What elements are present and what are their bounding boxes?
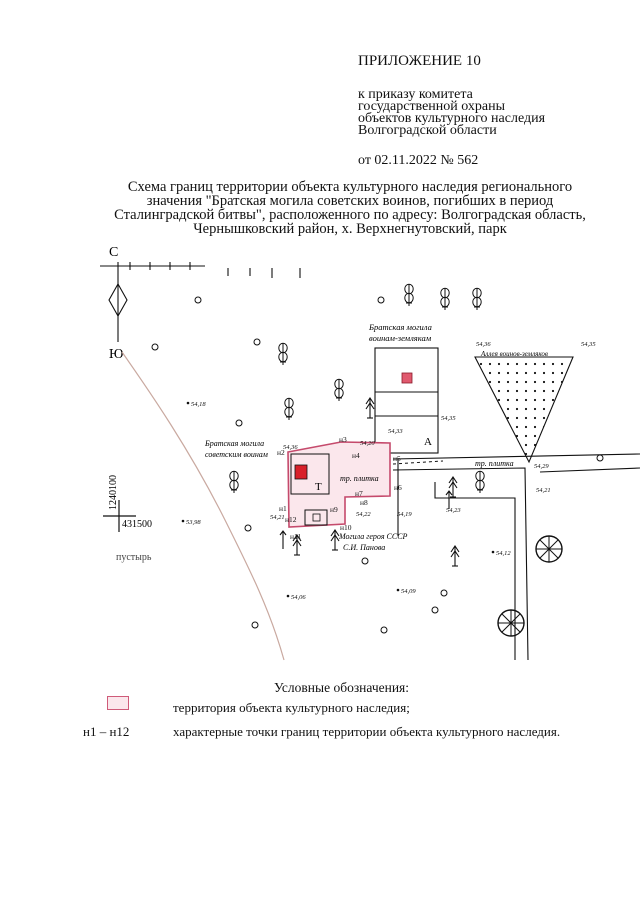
- point-label: н9: [330, 505, 338, 514]
- hero-grave-line1: Могила героя СССР: [338, 532, 408, 541]
- point-label: н3: [339, 435, 347, 444]
- alley-label: Аллея воинов-земляков: [480, 350, 548, 358]
- caption-line-1: Схема границ территории объекта культурн…: [127, 179, 573, 195]
- elevation-mark: 54,21: [536, 487, 551, 494]
- north-label: С: [109, 245, 118, 260]
- alley-triangle: [474, 356, 574, 464]
- header-appendix: ПРИЛОЖЕНИЕ 10: [358, 53, 481, 69]
- plot-a: [374, 347, 439, 454]
- point-label: н10: [340, 523, 352, 532]
- elevation-dot: [286, 594, 290, 598]
- elevation-mark: 54,36: [476, 341, 491, 348]
- point-label: н5: [393, 454, 401, 463]
- heritage-territory: [287, 441, 391, 528]
- mass-grave-left-line2: советским воинам: [205, 450, 268, 459]
- elevation-mark: 54,20: [360, 440, 375, 447]
- elevation-mark: 54,29: [534, 463, 549, 470]
- legend-territory-text: территория объекта культурного наследия;: [173, 700, 410, 715]
- paving-label-road: тр. плитка: [475, 459, 514, 468]
- order-line-2: государственной охраны: [358, 99, 506, 114]
- hero-grave-plot: [304, 509, 328, 526]
- mass-grave-left-line1: Братская могила: [204, 439, 264, 448]
- elevation-mark: 54,35: [581, 341, 596, 348]
- slope-line: [121, 351, 285, 661]
- dashed-path: [392, 460, 444, 465]
- grid-label-x: 431500: [122, 519, 152, 530]
- legend-points-range: н1 – н12: [83, 724, 130, 739]
- order-line-4: Волгоградской области: [358, 123, 497, 138]
- caption-line-4: Чернышковский район, х. Верхнегнутовский…: [193, 221, 507, 237]
- point-label: н12: [285, 515, 297, 524]
- elevation-mark: 54,12: [496, 550, 511, 557]
- order-line-3: объектов культурного наследия: [358, 111, 546, 126]
- paving-label-site: тр. плитка: [340, 474, 379, 483]
- hero-grave-stone: [312, 513, 321, 522]
- site-plan: С Ю 1240100 431500 пустырь А Братская мо…: [100, 245, 640, 661]
- elevation-mark: 54,35: [441, 415, 456, 422]
- legend-title: Условные обозначения:: [274, 680, 410, 695]
- legend-territory-swatch: [107, 696, 129, 710]
- elevation-dot: [186, 401, 190, 405]
- monument-top: [401, 372, 413, 384]
- point-label: н7: [355, 489, 363, 498]
- order-date: от 02.11.2022 № 562: [358, 153, 479, 168]
- north-arrow: [100, 262, 301, 342]
- elevation-mark: 54,33: [388, 428, 403, 435]
- elevation-dot: [396, 588, 400, 592]
- hero-grave-line2: С.И. Панова: [343, 543, 385, 552]
- order-line-1: к приказу комитета: [358, 87, 473, 102]
- point-label: н4: [352, 451, 360, 460]
- elevation-mark: 54,21: [270, 514, 285, 521]
- elevation-mark: 54,23: [446, 507, 461, 514]
- elevation-mark: 54,18: [191, 401, 206, 408]
- mass-grave-top-line1: Братская могила: [368, 322, 432, 332]
- mass-grave-enclosure: [290, 453, 330, 495]
- territory-label: Т: [315, 481, 322, 493]
- elevation-dot: [181, 519, 185, 523]
- south-label: Ю: [109, 347, 123, 362]
- caption-line-3: Сталинградской битвы", расположенного по…: [114, 207, 586, 223]
- elevation-mark: 54,19: [397, 511, 412, 518]
- monument-main: [294, 464, 308, 480]
- elevation-mark: 54,06: [291, 594, 306, 601]
- wasteland-label: пустырь: [116, 552, 152, 563]
- elevation-mark: 54,22: [356, 511, 371, 518]
- legend-points-text: характерные точки границ территории объе…: [173, 724, 561, 739]
- point-label: н2: [277, 448, 285, 457]
- shrub-symbols: [151, 296, 604, 634]
- caption-line-2: значения "Братская могила советских воин…: [146, 193, 554, 209]
- elevation-dot: [491, 550, 495, 554]
- elevation-mark: 54,36: [283, 444, 298, 451]
- elevation-mark: 53,98: [186, 519, 201, 526]
- grid-cross: [103, 500, 136, 532]
- plot-a-label: А: [424, 436, 432, 448]
- point-label: н6: [394, 483, 402, 492]
- elevation-mark: 54,09: [401, 588, 416, 595]
- mass-grave-top-line2: воинам-землякам: [369, 333, 432, 343]
- point-label: н1: [279, 504, 287, 513]
- grid-label-y: 1240100: [108, 475, 119, 510]
- point-label: н8: [360, 498, 368, 507]
